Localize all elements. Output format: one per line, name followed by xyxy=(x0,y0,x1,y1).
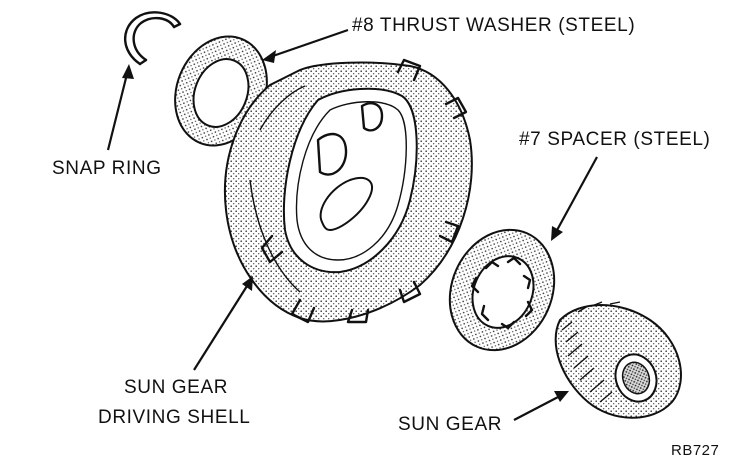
spacer-label: #7 SPACER (STEEL) xyxy=(519,129,710,150)
thrust-washer-part xyxy=(174,35,268,147)
snap-ring-label: SNAP RING xyxy=(52,158,162,179)
driving-shell-label-line2: DRIVING SHELL xyxy=(98,407,250,428)
thrust-washer-label: #8 THRUST WASHER (STEEL) xyxy=(352,15,635,36)
driving-shell-label-line1: SUN GEAR xyxy=(124,377,228,398)
figure-code: RB727 xyxy=(671,442,719,459)
spacer-part xyxy=(448,228,556,352)
leader-spacer xyxy=(551,156,598,241)
sun-gear-label: SUN GEAR xyxy=(398,414,502,435)
sun-gear-driving-shell-part xyxy=(224,58,473,324)
leader-sun-gear xyxy=(513,391,569,421)
snap-ring-part xyxy=(124,11,182,66)
leader-thrust-washer xyxy=(262,28,349,63)
sun-gear-part xyxy=(554,301,682,419)
leader-snap-ring xyxy=(106,64,134,151)
leader-driving-shell xyxy=(193,276,253,371)
